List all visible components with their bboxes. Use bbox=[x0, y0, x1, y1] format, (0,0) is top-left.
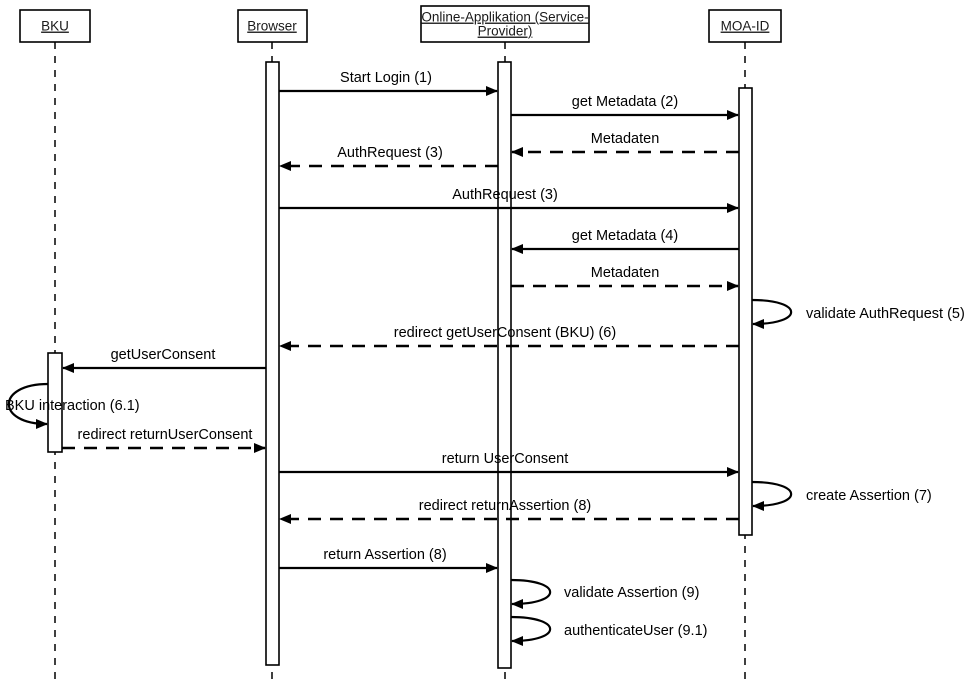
self-message-arrow-9 bbox=[510, 578, 552, 609]
lifeline-head-moaid[interactable]: MOA-ID bbox=[708, 9, 782, 43]
self-message-label-9.1: authenticateUser (9.1) bbox=[564, 623, 707, 639]
message-label-9: getUserConsent bbox=[111, 347, 216, 363]
message-label-11: return UserConsent bbox=[442, 451, 569, 467]
message-label-6: get Metadata (4) bbox=[572, 228, 678, 244]
lifeline-head-browser[interactable]: Browser bbox=[237, 9, 308, 43]
lifeline-head-box-bku bbox=[19, 9, 91, 43]
activation-bar-browser bbox=[265, 61, 280, 666]
lifeline-head-label-moaid: MOA-ID bbox=[721, 19, 770, 34]
activation-bar-bku bbox=[47, 352, 63, 453]
activation-bar-oa bbox=[497, 61, 512, 669]
message-label-4: AuthRequest (3) bbox=[337, 145, 443, 161]
message-label-5: AuthRequest (3) bbox=[452, 187, 558, 203]
lifeline-head-bku[interactable]: BKU bbox=[19, 9, 91, 43]
lifeline-heads-layer: BKU Browser Online-Applikation (Service-Pr… bbox=[19, 5, 782, 43]
self-message-arrow-6.1 bbox=[7, 382, 49, 429]
self-message-label-7: create Assertion (7) bbox=[806, 488, 932, 504]
message-label-1: Start Login (1) bbox=[340, 70, 432, 86]
activation-bar-moaid bbox=[738, 87, 753, 536]
lifeline-head-box-oa bbox=[420, 5, 590, 43]
self-messages-layer: validate AuthRequest (5) BKU interaction … bbox=[5, 298, 965, 646]
message-label-8: redirect getUserConsent (BKU) (6) bbox=[394, 325, 616, 341]
self-message-label-5: validate AuthRequest (5) bbox=[806, 306, 965, 322]
lifeline-head-label-browser: Browser bbox=[247, 19, 297, 34]
activations-layer bbox=[47, 61, 753, 669]
message-label-12: redirect returnAssertion (8) bbox=[419, 498, 591, 514]
self-message-arrow-5 bbox=[751, 298, 793, 329]
self-message-arrow-9.1 bbox=[510, 615, 552, 646]
message-label-3: Metadaten bbox=[591, 131, 660, 147]
self-message-label-6.1: BKU interaction (6.1) bbox=[5, 398, 140, 414]
lifeline-head-label-oa-line1: Online-Applikation (Service- bbox=[421, 10, 588, 25]
message-label-13: return Assertion (8) bbox=[323, 547, 446, 563]
lifeline-head-label-oa-line2: Provider) bbox=[478, 24, 533, 39]
messages-layer: Start Login (1) get Metadata (2) Metadaten… bbox=[62, 70, 739, 573]
lifeline-head-oa[interactable]: Online-Applikation (Service-Provider) bbox=[420, 5, 590, 43]
self-message-arrow-7 bbox=[751, 480, 793, 511]
self-message-label-9: validate Assertion (9) bbox=[564, 585, 699, 601]
lifeline-head-box-browser bbox=[237, 9, 308, 43]
message-label-7: Metadaten bbox=[591, 265, 660, 281]
message-label-2: get Metadata (2) bbox=[572, 94, 678, 110]
lifeline-head-box-moaid bbox=[708, 9, 782, 43]
message-label-10: redirect returnUserConsent bbox=[78, 427, 253, 443]
lifeline-head-label-bku: BKU bbox=[41, 19, 69, 34]
